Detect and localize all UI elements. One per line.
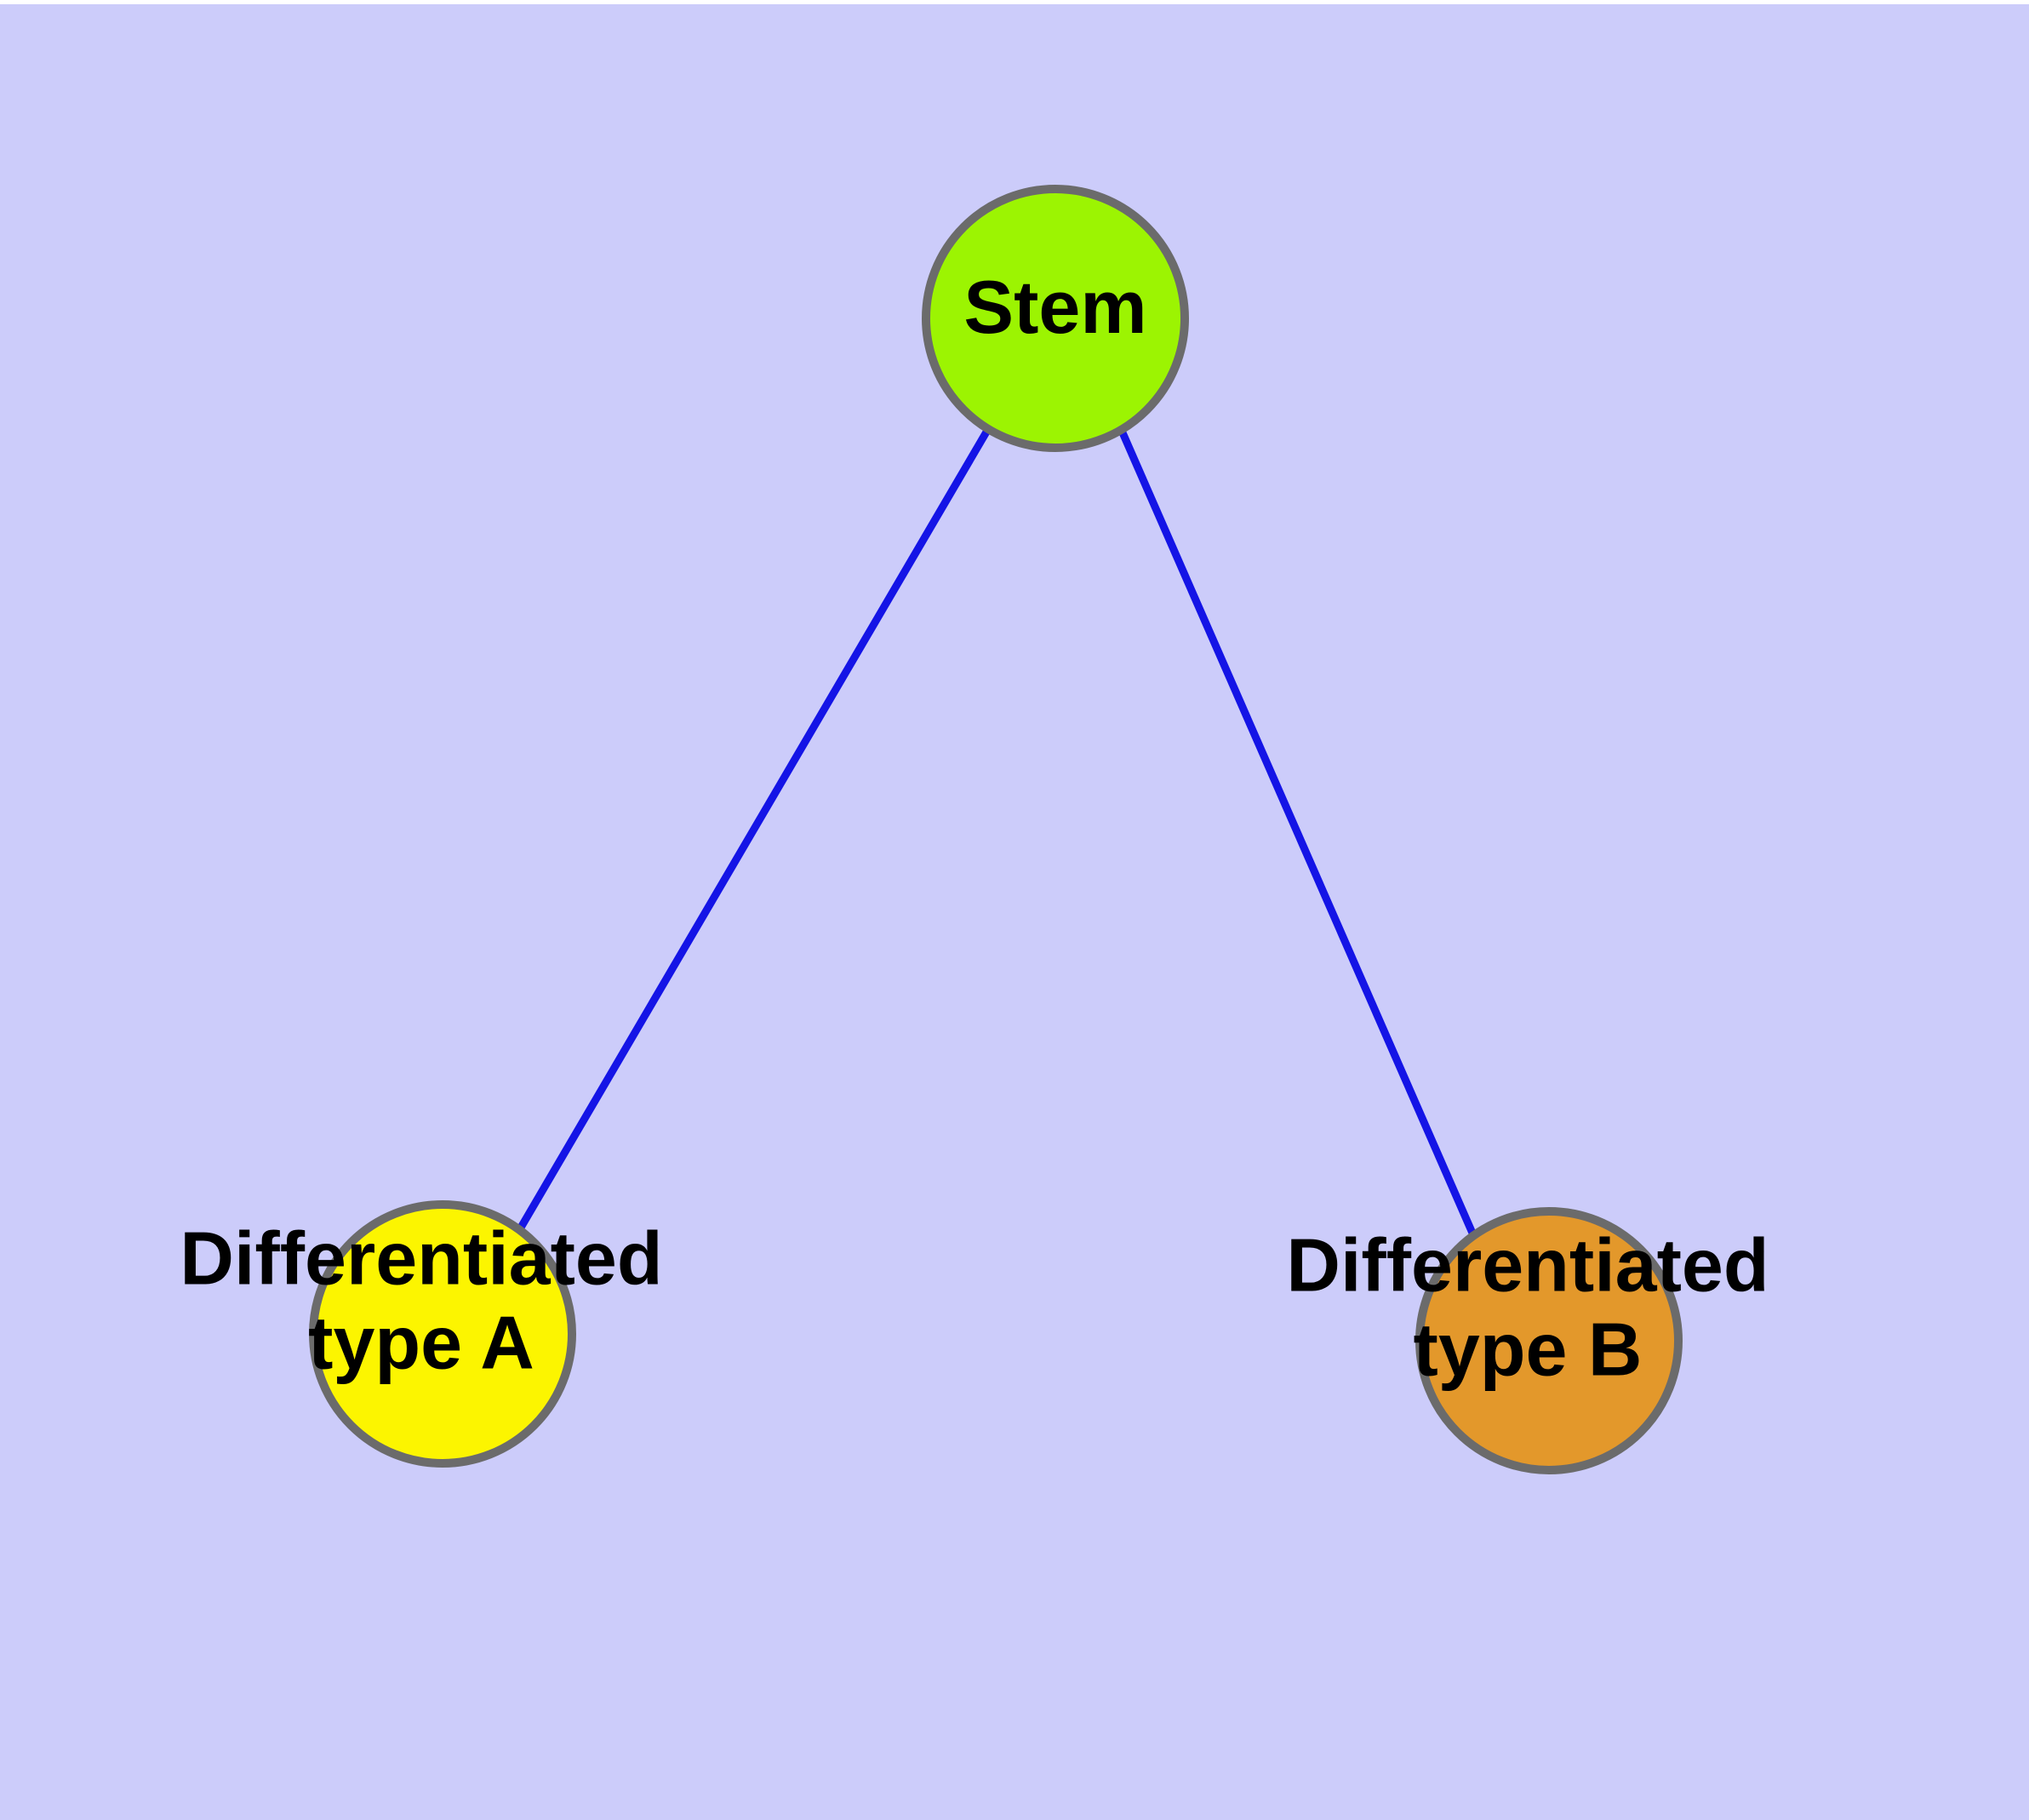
edge-group [517,426,1478,1239]
node-label-line: type A [308,1301,534,1385]
edge-stem-to-differentiated-b[interactable] [1117,429,1478,1239]
node-circle-differentiated-b[interactable] [1415,1207,1683,1474]
node-circle-stem[interactable] [922,185,1189,452]
node-stem[interactable] [922,185,1189,452]
node-differentiated-a[interactable] [309,1200,576,1468]
edge-stem-to-differentiated-a[interactable] [517,426,992,1230]
node-circle-differentiated-a[interactable] [309,1200,576,1468]
node-label-stem: Stem [963,265,1146,349]
node-label-line: type B [1414,1308,1643,1392]
node-label-line: Stem [963,265,1146,349]
node-label-line: Differentiated [180,1216,662,1301]
node-differentiated-b[interactable] [1415,1207,1683,1474]
node-group [309,185,1683,1474]
node-label-line: Differentiated [1286,1223,1769,1308]
